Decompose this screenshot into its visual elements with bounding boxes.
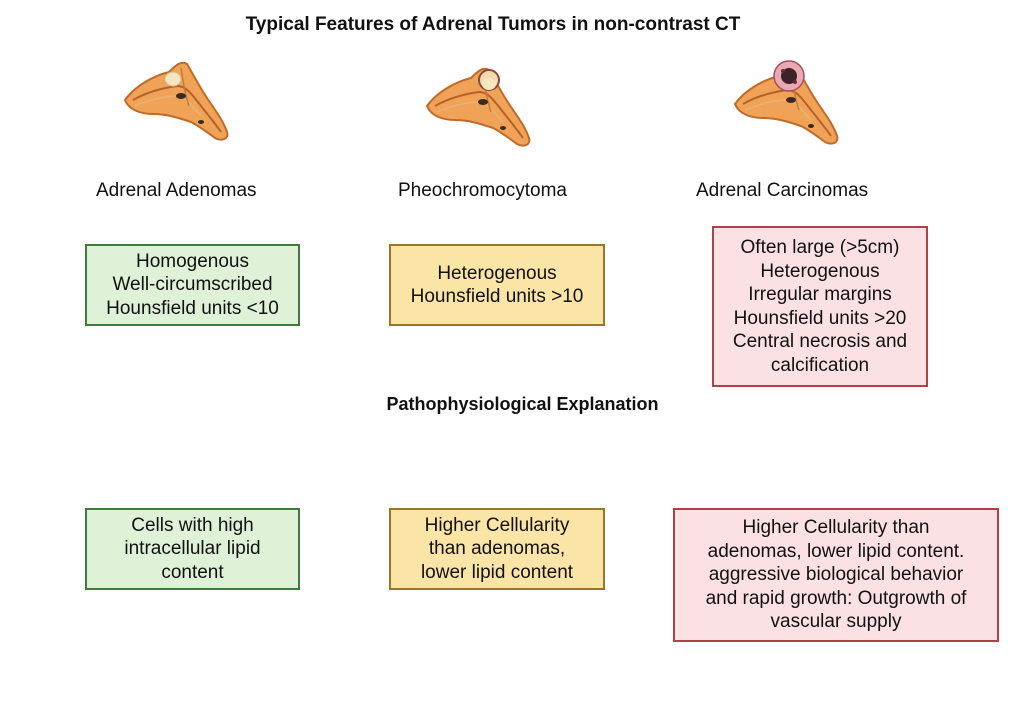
page-title: Typical Features of Adrenal Tumors in no… [245, 14, 741, 35]
explanation-line: adenomas, lower lipid content. [707, 540, 965, 562]
features-box-pheochromocytoma: Heterogenous Hounsfield units >10 [389, 244, 605, 326]
section-heading: Pathophysiological Explanation [386, 394, 659, 414]
label-adrenal-adenomas: Adrenal Adenomas [96, 180, 257, 201]
explanation-box-carcinomas: Higher Cellularity than adenomas, lower … [673, 508, 999, 642]
feature-line: Well-circumscribed [112, 274, 273, 296]
feature-line: Central necrosis and [732, 331, 908, 352]
label-pheochromocytoma: Pheochromocytoma [398, 180, 567, 201]
features-box-carcinomas: Often large (>5cm) Heterogenous Irregula… [712, 226, 928, 387]
explanation-box-pheochromocytoma: Higher Cellularity than adenomas, lower … [389, 508, 605, 590]
explanation-line: Higher Cellularity than [742, 517, 930, 539]
feature-line: Heterogenous [437, 262, 557, 284]
features-box-adenomas: Homogenous Well-circumscribed Hounsfield… [85, 244, 300, 326]
feature-line: Hounsfield units >10 [410, 286, 584, 307]
feature-line: calcification [770, 354, 870, 376]
feature-line: Heterogenous [760, 260, 880, 282]
explanation-line: content [161, 561, 224, 583]
feature-line: Hounsfield units <10 [106, 297, 279, 319]
explanation-box-adenomas: Cells with high intracellular lipid cont… [85, 508, 300, 590]
adrenal-gland-pheochromocytoma-icon [426, 67, 531, 147]
feature-line: Often large (>5cm) [740, 237, 900, 258]
explanation-line: aggressive biological behavior [708, 564, 964, 586]
explanation-line: and rapid growth: Outgrowth of [705, 587, 967, 609]
label-adrenal-carcinomas: Adrenal Carcinomas [696, 180, 869, 201]
explanation-line: Cells with high [131, 514, 254, 536]
explanation-line: Higher Cellularity [424, 514, 570, 536]
explanation-line: intracellular lipid [124, 538, 261, 560]
explanation-line: than adenomas, [428, 538, 566, 560]
feature-line: Homogenous [135, 250, 250, 272]
adrenal-gland-adenoma-icon [124, 61, 229, 141]
feature-line: Irregular margins [748, 284, 892, 305]
explanation-line: lower lipid content [420, 561, 574, 583]
feature-line: Hounsfield units >20 [733, 307, 907, 329]
adrenal-gland-carcinoma-icon [734, 60, 839, 145]
explanation-line: vascular supply [770, 611, 902, 633]
